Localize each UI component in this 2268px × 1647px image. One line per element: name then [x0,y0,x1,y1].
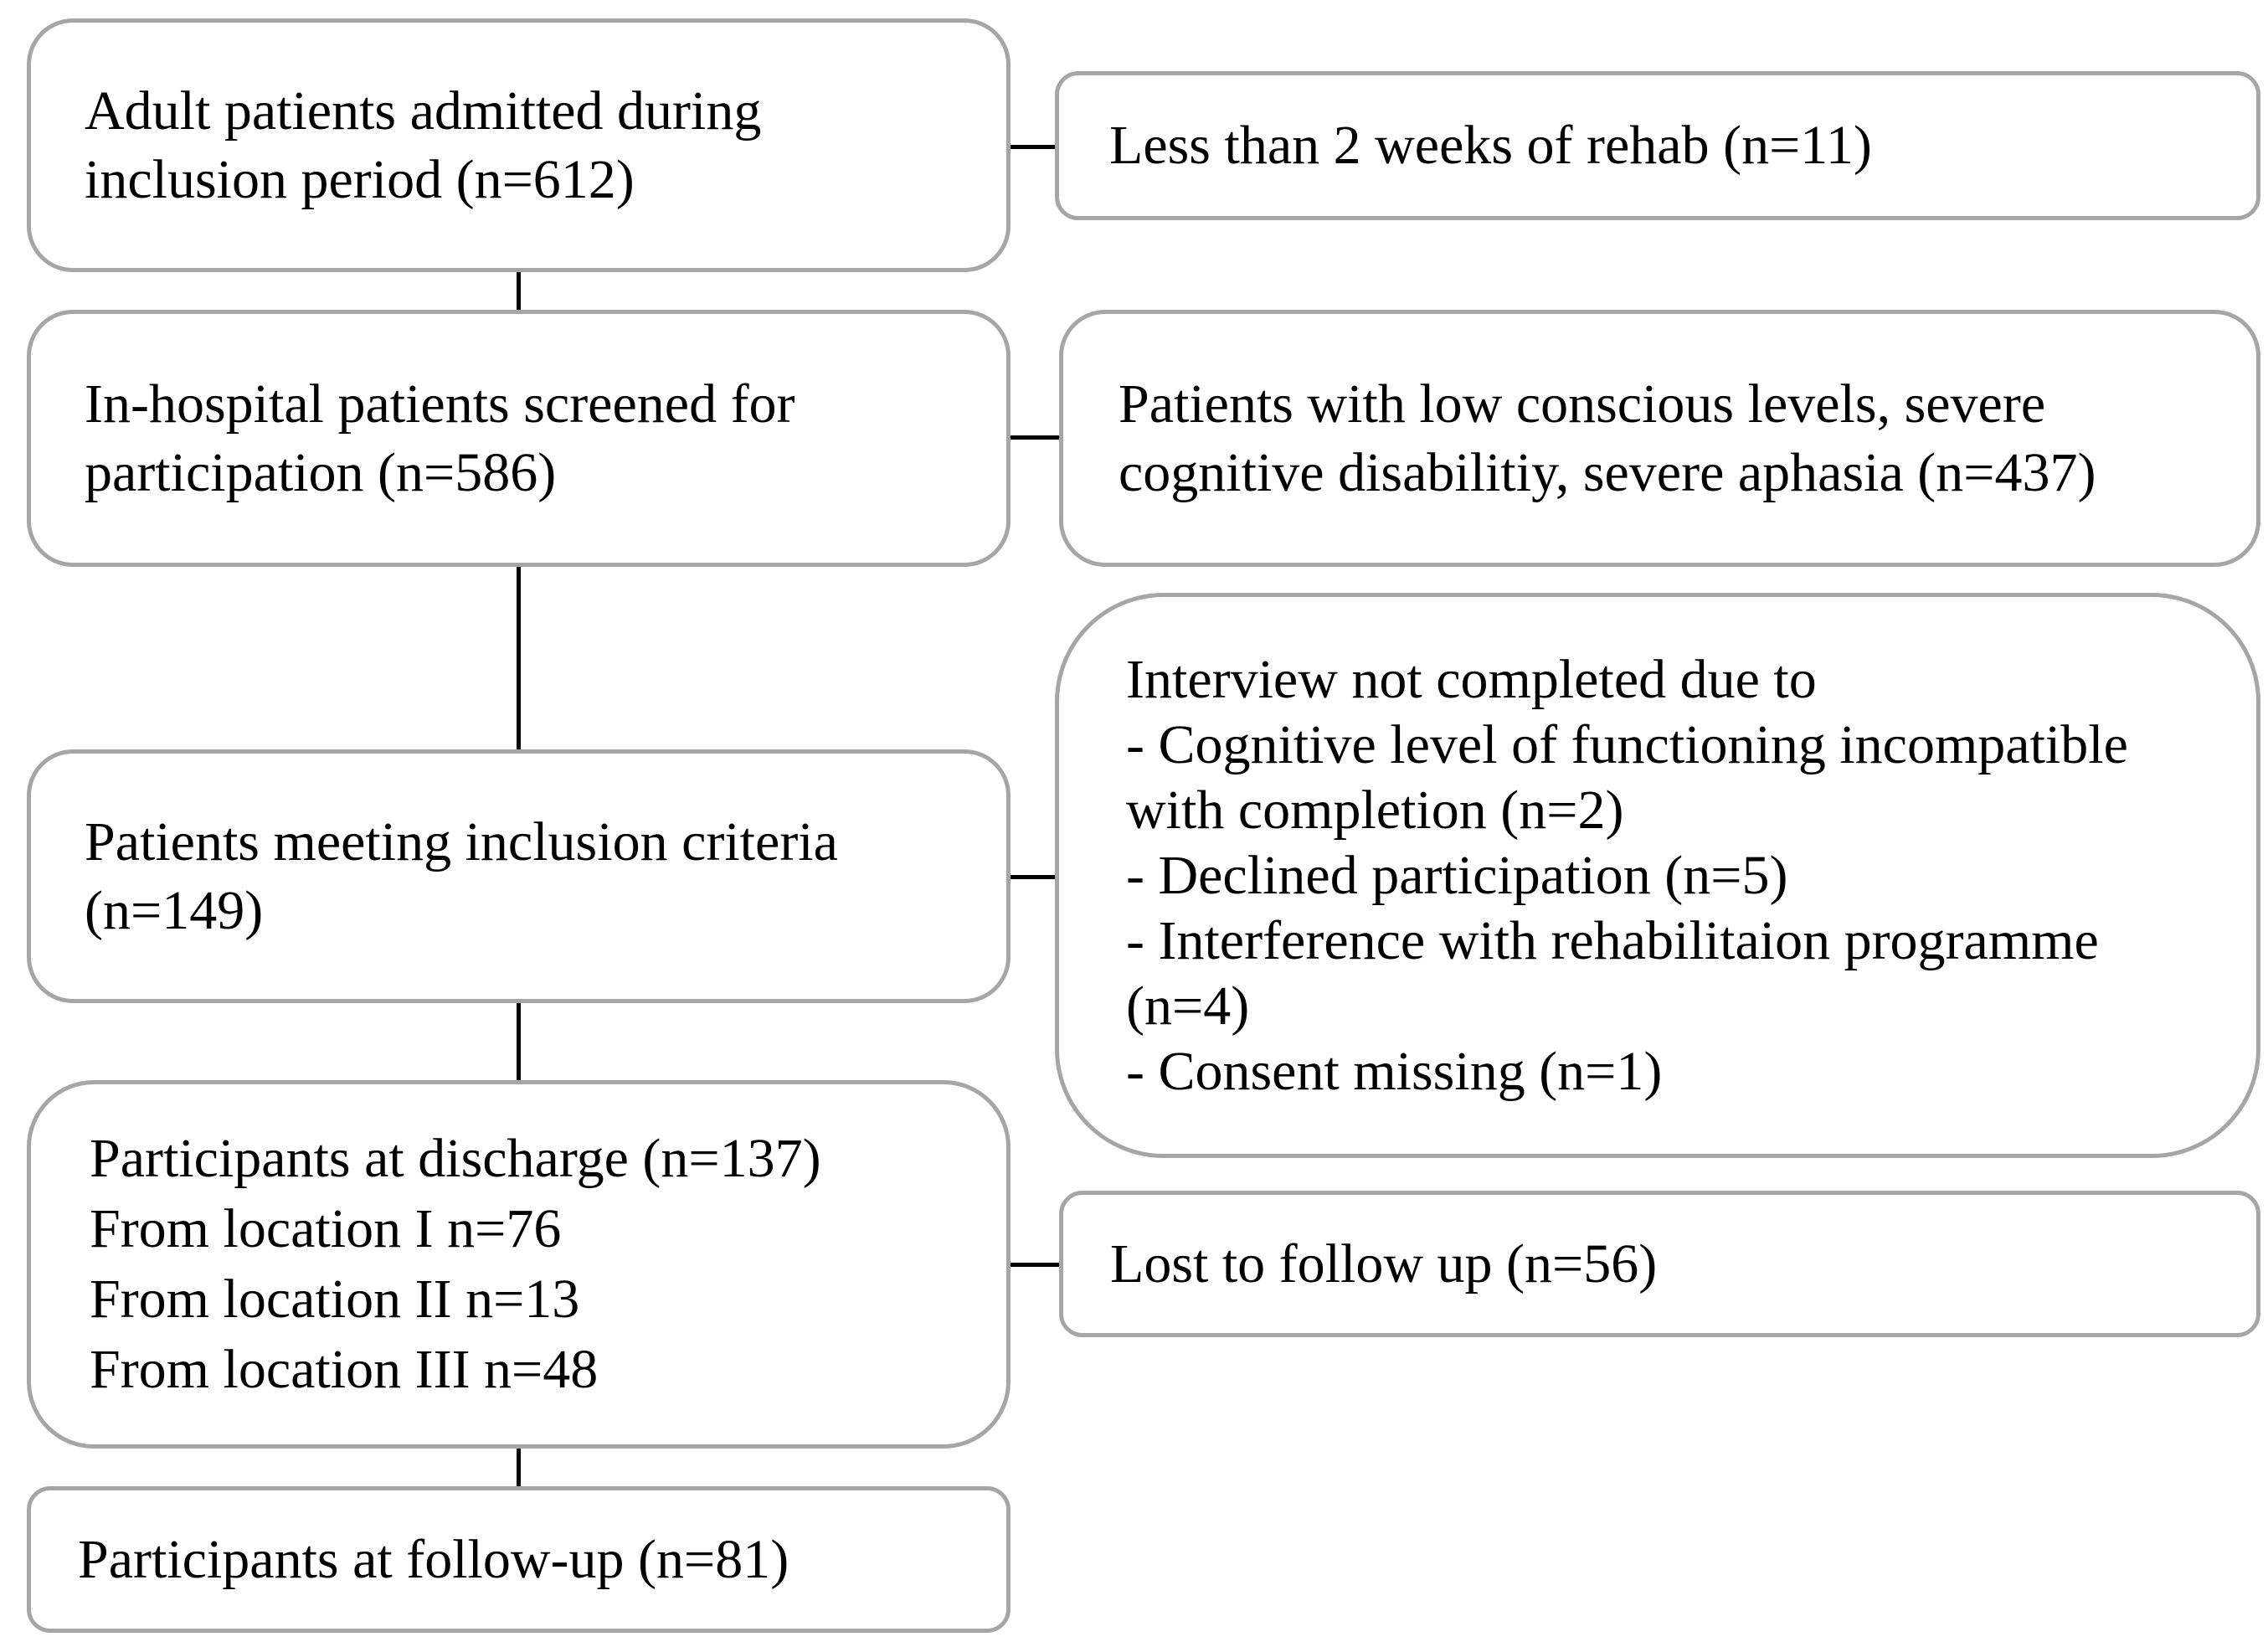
box-line: Interview not completed due to [1126,648,1817,710]
box-exclusion-lost-to-follow-up: Lost to follow up (n=56) [1059,1191,2260,1337]
box-line: From location III n=48 [90,1339,599,1400]
connector-screened-to-meeting [517,567,521,749]
box-line: Adult patients admitted during [85,80,762,142]
connector-to-exclusion-interview [1011,875,1055,879]
box-line: Lost to follow up (n=56) [1110,1233,1658,1294]
box-line: Patients meeting inclusion criteria [85,811,838,872]
box-exclusion-low-conscious-levels: Patients with low conscious levels, seve… [1059,310,2260,567]
connector-meeting-to-discharge [517,1003,521,1080]
box-line: - Declined participation (n=5) [1126,844,1788,906]
box-participants-at-discharge: Participants at discharge (n=137) From l… [27,1080,1011,1449]
box-line: From location II n=13 [90,1269,580,1330]
box-exclusion-interview-not-completed: Interview not completed due to - Cogniti… [1055,593,2260,1158]
box-line: - Interference with rehabilitaion progra… [1126,909,2099,971]
box-exclusion-less-than-2-weeks: Less than 2 weeks of rehab (n=11) [1055,71,2260,220]
connector-to-exclusion-lost [1011,1263,1059,1267]
connector-discharge-to-follow-up [517,1449,521,1486]
connector-to-exclusion-rehab [1011,145,1055,149]
box-adult-patients-admitted: Adult patients admitted during inclusion… [27,18,1011,272]
box-line: Patients with low conscious levels, seve… [1119,373,2046,435]
box-line: cognitive disabilitiy, severe aphasia (n… [1119,441,2096,503]
box-line: inclusion period (n=612) [85,148,635,210]
box-line: with completion (n=2) [1126,779,1624,841]
connector-admitted-to-screened [517,272,521,310]
box-line: - Consent missing (n=1) [1126,1040,1663,1102]
box-patients-screened: In-hospital patients screened for partic… [27,310,1011,567]
box-line: Less than 2 weeks of rehab (n=11) [1109,115,1872,176]
connector-to-exclusion-conscious [1011,435,1059,440]
box-line: In-hospital patients screened for [85,373,795,435]
box-line: From location I n=76 [90,1198,562,1259]
box-line: Participants at follow-up (n=81) [78,1528,789,1590]
box-participants-at-follow-up: Participants at follow-up (n=81) [27,1486,1011,1633]
box-patients-meeting-criteria: Patients meeting inclusion criteria (n=1… [27,749,1011,1003]
box-line: participation (n=586) [85,441,557,503]
box-line: Participants at discharge (n=137) [90,1128,821,1189]
box-line: - Cognitive level of functioning incompa… [1126,713,2128,775]
box-line: (n=4) [1126,975,1250,1037]
box-line: (n=149) [85,879,264,941]
